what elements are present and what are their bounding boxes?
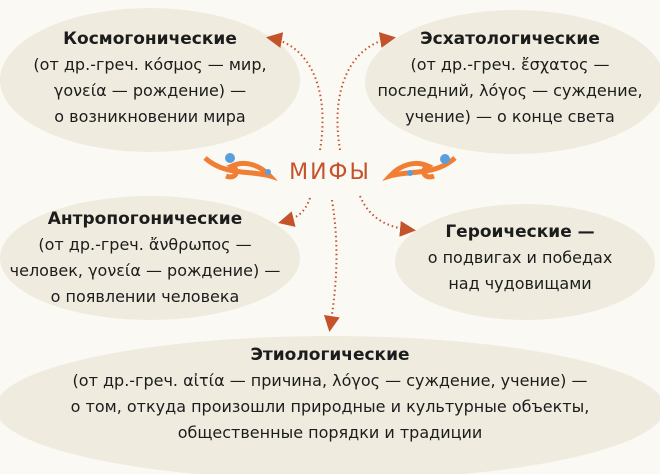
arrow-eschatological bbox=[336, 32, 396, 151]
block-line: над чудовищами bbox=[448, 274, 592, 293]
block-title: Эсхатологические bbox=[420, 29, 600, 49]
block-line: человек, γονεία — рождение) — bbox=[9, 261, 281, 280]
block-line: о возникновении мира bbox=[54, 107, 246, 126]
block-line: учение) — о конце света bbox=[405, 107, 615, 126]
block-line: γονεία — рождение) — bbox=[53, 81, 247, 100]
block-title: Этиологические bbox=[250, 345, 410, 365]
arrow-anthropogonic bbox=[278, 197, 311, 227]
arrows bbox=[266, 32, 416, 332]
ornament-right bbox=[382, 154, 457, 181]
ornament-left bbox=[203, 153, 278, 181]
block-title: Космогонические bbox=[63, 29, 237, 49]
block-title: Антропогонические bbox=[47, 209, 243, 229]
blob-heroic bbox=[395, 204, 655, 320]
block-line: последний, λόγος — суждение, bbox=[377, 81, 643, 100]
block-eschatological: Эсхатологические (от др.-греч. ἔσχατος —… bbox=[360, 26, 660, 130]
arrow-heroic bbox=[359, 195, 416, 237]
block-line: о том, откуда произошли природные и куль… bbox=[70, 397, 590, 416]
block-line: (от др.-греч. κόσμος — мир, bbox=[33, 55, 267, 74]
block-heroic: Героические — о подвигах и победах над ч… bbox=[400, 219, 640, 297]
block-line: (от др.-греч. ἄνθρωπος — bbox=[38, 235, 252, 254]
blob-eschatological bbox=[365, 10, 660, 154]
block-line: о появлении человека bbox=[50, 287, 240, 306]
block-line: (от др.-греч. ἔσχατος — bbox=[410, 55, 610, 74]
block-etiological: Этиологические (от др.-греч. αἰτία — при… bbox=[0, 342, 660, 446]
arrow-cosmogonic bbox=[266, 32, 324, 151]
blob-cosmogonic bbox=[0, 8, 300, 152]
block-anthropogonic: Антропогонические (от др.-греч. ἄνθρωπος… bbox=[0, 206, 295, 310]
center-title: МИФЫ bbox=[289, 160, 371, 185]
block-line: (от др.-греч. αἰτία — причина, λόγος — с… bbox=[72, 371, 588, 390]
block-line: общественные порядки и традиции bbox=[177, 423, 483, 442]
blob-etiological bbox=[0, 336, 660, 474]
block-line: о подвигах и победах bbox=[427, 248, 613, 267]
block-title: Героические — bbox=[445, 222, 595, 242]
arrow-etiological bbox=[323, 199, 340, 332]
blob-anthropogonic bbox=[0, 196, 300, 320]
block-cosmogonic: Космогонические (от др.-греч. κόσμος — м… bbox=[0, 26, 300, 130]
